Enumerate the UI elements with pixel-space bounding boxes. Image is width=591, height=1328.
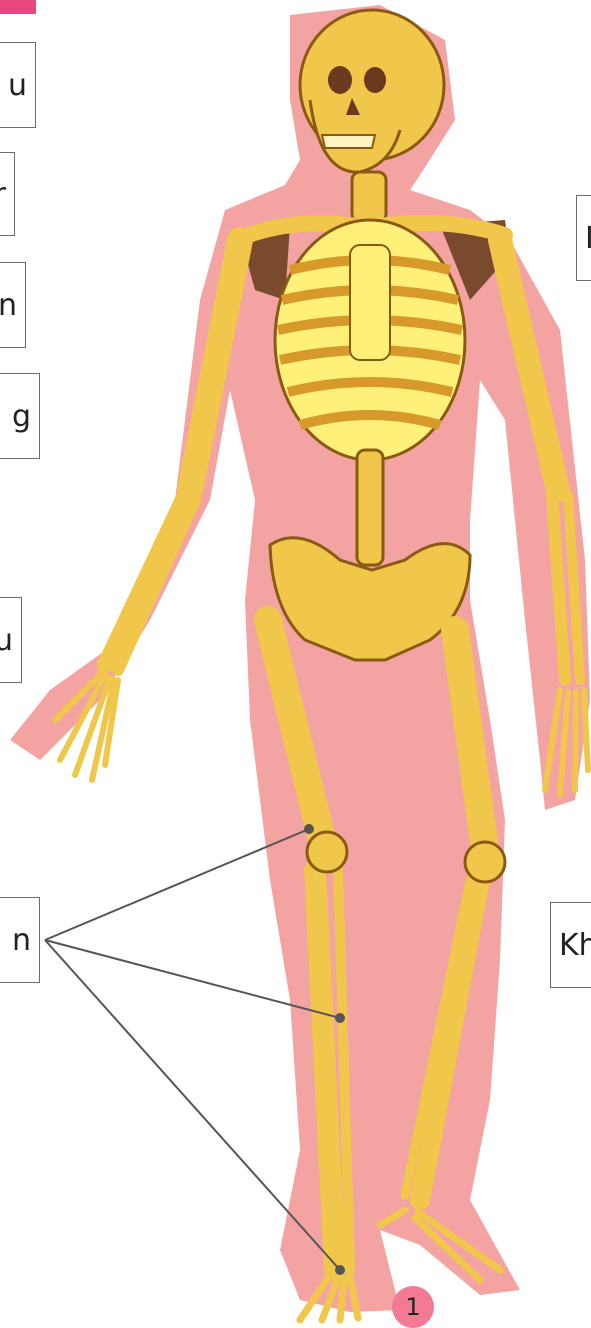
label-text: u xyxy=(8,68,27,103)
label-box-left-4: g xyxy=(0,373,40,459)
page-number: 1 xyxy=(405,1293,420,1321)
label-text: u xyxy=(0,623,13,658)
leader-point-femur xyxy=(305,825,313,833)
right-kneecap xyxy=(465,842,505,882)
neck xyxy=(352,172,386,222)
leader-point-foot xyxy=(336,1266,344,1274)
label-box-left-5: u xyxy=(0,597,22,683)
label-box-left-6: n xyxy=(0,897,40,983)
left-arm xyxy=(105,240,240,670)
label-box-right-2: Kh xyxy=(550,902,591,988)
label-text: n xyxy=(0,288,17,323)
spine xyxy=(357,450,383,565)
label-text: g xyxy=(12,399,31,434)
label-box-left-1: u xyxy=(0,42,36,128)
label-box-right-1: I xyxy=(576,195,591,281)
leader-point-shin xyxy=(336,1014,344,1022)
label-text: I xyxy=(585,221,591,256)
left-eye-socket xyxy=(328,66,352,94)
body-silhouette xyxy=(10,5,590,1312)
ribcage xyxy=(275,220,465,460)
teeth xyxy=(322,135,375,148)
left-kneecap xyxy=(307,832,347,872)
label-box-left-2: r xyxy=(0,152,15,236)
page-number-badge: 1 xyxy=(392,1286,434,1328)
label-text: Kh xyxy=(559,928,591,963)
right-eye-socket xyxy=(364,67,386,93)
label-box-left-3: n xyxy=(0,262,26,348)
label-text: n xyxy=(12,923,31,958)
label-text: r xyxy=(0,177,6,212)
